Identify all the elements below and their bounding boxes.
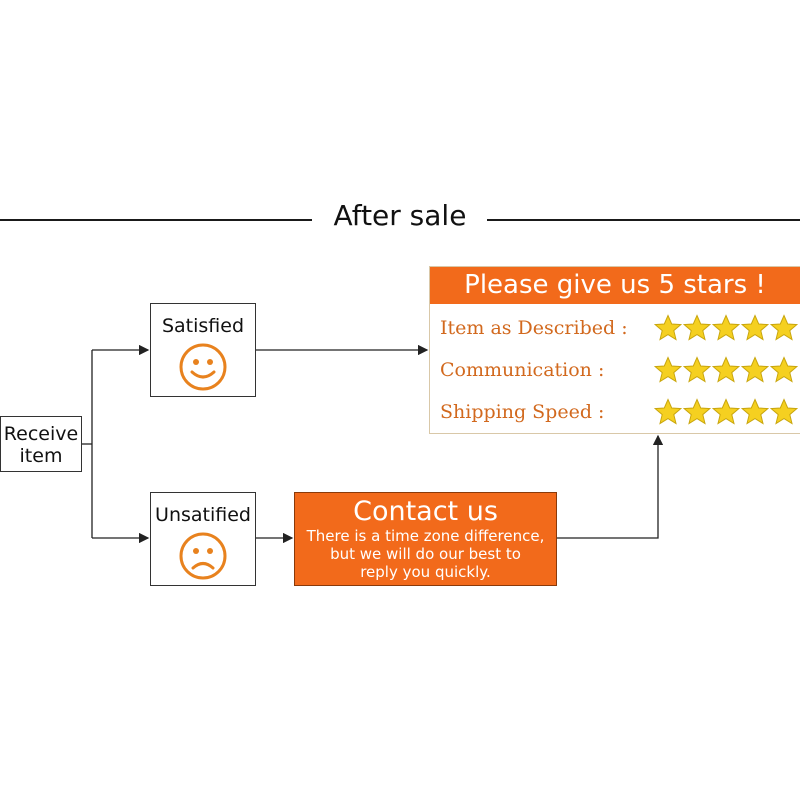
unsatisfied-box: Unsatified	[150, 492, 256, 586]
satisfied-label: Satisfied	[161, 315, 245, 337]
star-icon	[654, 314, 682, 341]
receive-item-line1: Receive	[3, 423, 79, 445]
receive-item-box: Receive item	[0, 416, 82, 472]
star-icon	[741, 314, 769, 341]
contact-us-box: Contact us There is a time zone differen…	[294, 492, 557, 586]
unsatisfied-label: Unsatified	[155, 504, 251, 526]
rating-label: Communication :	[440, 359, 605, 381]
star-icon	[683, 356, 711, 383]
rating-label: Item as Described :	[440, 317, 628, 339]
rating-row-shipping-speed: Shipping Speed :	[440, 397, 800, 435]
star-icon	[741, 356, 769, 383]
star-icon	[654, 356, 682, 383]
rating-row-item-described: Item as Described :	[440, 313, 800, 351]
rating-label: Shipping Speed :	[440, 401, 605, 423]
rating-header: Please give us 5 stars !	[430, 267, 800, 304]
star-icon	[712, 356, 740, 383]
contact-line-2: but we will do our best to	[330, 545, 521, 563]
star-rating	[654, 314, 799, 346]
satisfied-box: Satisfied	[150, 303, 256, 397]
rating-row-communication: Communication :	[440, 355, 800, 393]
contact-title: Contact us	[353, 496, 498, 527]
contact-line-1: There is a time zone difference,	[306, 527, 545, 545]
star-icon	[712, 398, 740, 425]
sad-face-icon	[179, 532, 227, 580]
page-title: After sale	[333, 199, 467, 232]
rating-panel: Please give us 5 stars ! Item as Describ…	[429, 266, 800, 434]
star-icon	[683, 314, 711, 341]
title-divider-right	[487, 219, 800, 221]
star-icon	[683, 398, 711, 425]
star-rating	[654, 398, 799, 430]
star-rating	[654, 356, 799, 388]
star-icon	[712, 314, 740, 341]
star-icon	[741, 398, 769, 425]
star-icon	[770, 314, 798, 341]
star-icon	[654, 398, 682, 425]
smiley-face-icon	[179, 343, 227, 391]
receive-item-line2: item	[19, 445, 63, 467]
star-icon	[770, 356, 798, 383]
star-icon	[770, 398, 798, 425]
connector-contact-to-rating	[557, 434, 664, 539]
contact-line-3: reply you quickly.	[360, 563, 491, 581]
title-divider-left	[0, 219, 312, 221]
